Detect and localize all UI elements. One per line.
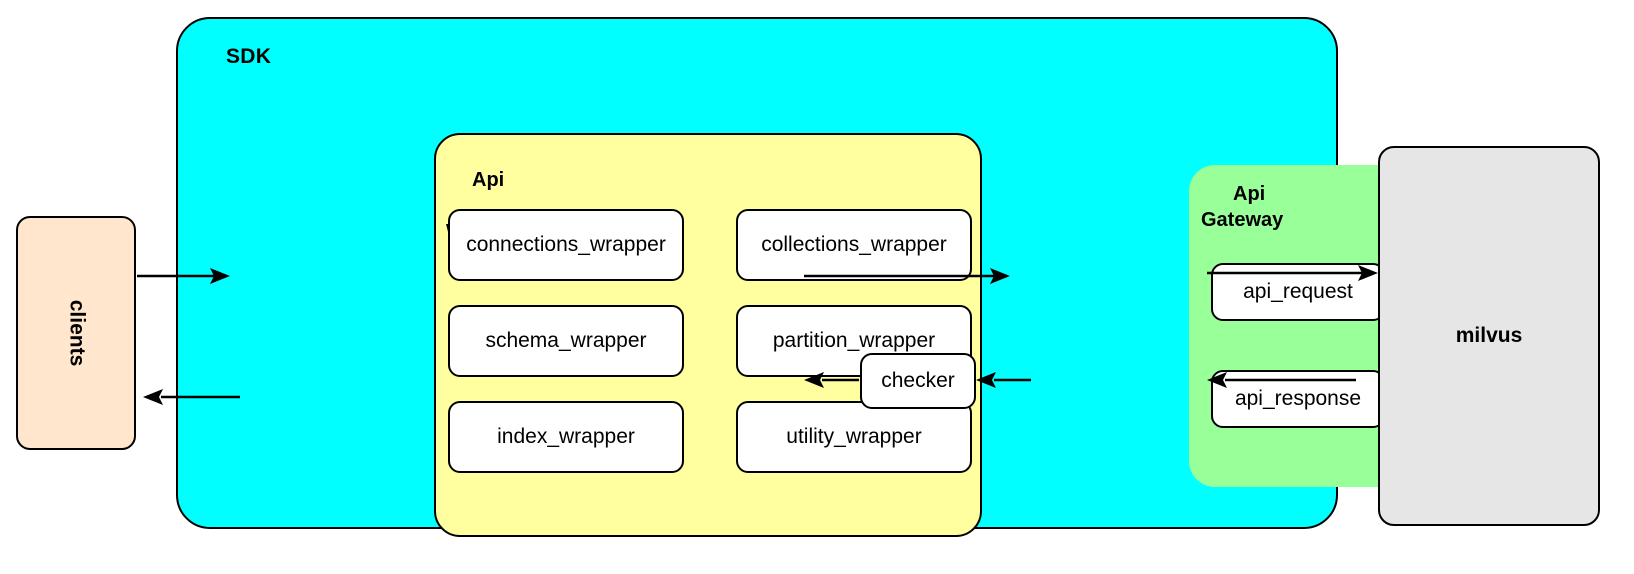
milvus-label: milvus [1455, 324, 1523, 347]
node-label: api_response [1234, 387, 1362, 410]
api-gateway-label: Api Gateway [1201, 181, 1283, 233]
node-label: collections_wrapper [761, 233, 947, 256]
node-label: partition_wrapper [772, 329, 936, 352]
node-api-request[interactable]: api_request [1211, 263, 1385, 321]
node-utility-wrapper[interactable]: utility_wrapper [736, 401, 972, 473]
node-label: api_request [1243, 280, 1353, 303]
node-label: connections_wrapper [466, 233, 666, 256]
node-schema-wrapper[interactable]: schema_wrapper [448, 305, 684, 377]
api-wrapper-label-line1: Api [472, 169, 505, 191]
node-label: utility_wrapper [786, 425, 922, 448]
node-index-wrapper[interactable]: index_wrapper [448, 401, 684, 473]
api-gateway-label-line2: Gateway [1201, 209, 1284, 231]
sdk-label: SDK [226, 45, 272, 68]
api-gateway-label-line1: Api [1233, 183, 1266, 205]
node-connections-wrapper[interactable]: connections_wrapper [448, 209, 684, 281]
node-label: schema_wrapper [485, 329, 647, 352]
clients-label: clients [65, 299, 88, 367]
clients-node[interactable]: clients [16, 216, 136, 450]
milvus-node[interactable]: milvus [1378, 146, 1600, 526]
node-checker[interactable]: checker [860, 353, 976, 409]
api-wrapper-group[interactable]: Api Wrapper connections_wrapper collecti… [434, 133, 982, 537]
node-label: index_wrapper [497, 425, 635, 448]
sdk-container[interactable]: SDK Api Wrapper connections_wrapper coll… [176, 17, 1416, 537]
node-label: checker [881, 369, 955, 392]
node-collections-wrapper[interactable]: collections_wrapper [736, 209, 972, 281]
node-api-response[interactable]: api_response [1211, 370, 1385, 428]
